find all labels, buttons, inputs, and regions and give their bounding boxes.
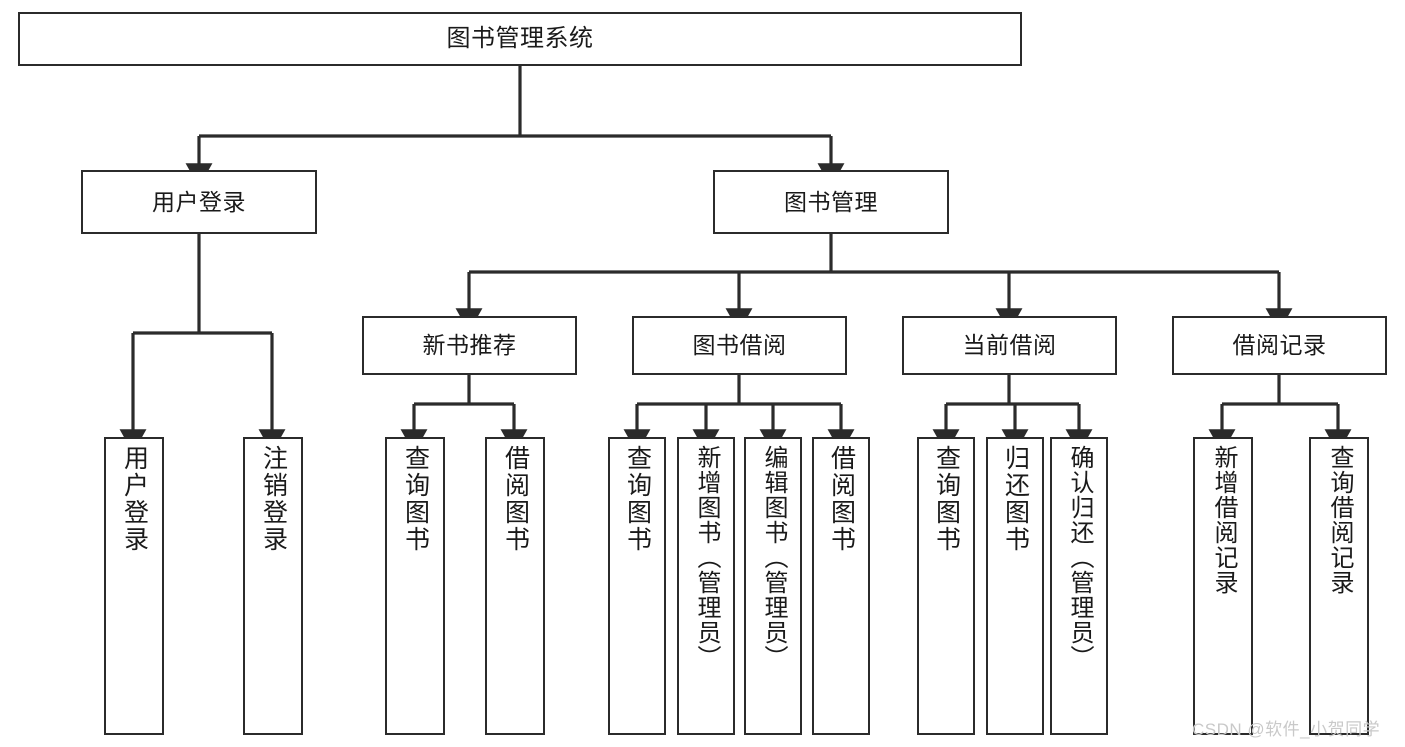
node-root-system[interactable]: 图书管理系统 [18, 12, 1022, 66]
node-label: 用户登录 [120, 445, 149, 553]
node-borrow-record[interactable]: 借阅记录 [1172, 316, 1387, 375]
leaf-current-query-book[interactable]: 查询图书 [917, 437, 975, 735]
node-current-borrow[interactable]: 当前借阅 [902, 316, 1117, 375]
leaf-current-return-book[interactable]: 归还图书 [986, 437, 1044, 735]
node-label: 确认归还（管理员） [1065, 445, 1093, 670]
node-label: 借阅记录 [1232, 332, 1327, 359]
node-label: 借阅图书 [827, 445, 856, 553]
leaf-borrow-query-book[interactable]: 查询图书 [608, 437, 666, 735]
node-book-borrow[interactable]: 图书借阅 [632, 316, 847, 375]
node-new-book-recommend[interactable]: 新书推荐 [362, 316, 577, 375]
node-label: 编辑图书（管理员） [759, 445, 787, 670]
node-label: 新增图书（管理员） [692, 445, 720, 670]
leaf-borrow-add-book-admin[interactable]: 新增图书（管理员） [677, 437, 735, 735]
leaf-borrow-borrow-book[interactable]: 借阅图书 [812, 437, 870, 735]
node-label: 图书管理 [784, 188, 878, 215]
leaf-user-login-login[interactable]: 用户登录 [104, 437, 164, 735]
node-user-login[interactable]: 用户登录 [81, 170, 317, 234]
node-label: 注销登录 [259, 445, 288, 553]
node-label: 图书管理系统 [446, 25, 594, 53]
leaf-record-add-record[interactable]: 新增借阅记录 [1193, 437, 1253, 735]
node-label: 查询借阅记录 [1325, 445, 1353, 595]
node-label: 查询图书 [932, 445, 961, 553]
node-label: 查询图书 [623, 445, 652, 553]
node-label: 图书借阅 [692, 332, 787, 359]
leaf-borrow-edit-book-admin[interactable]: 编辑图书（管理员） [744, 437, 802, 735]
csdn-watermark: CSDN @软件_小贺同学 [1192, 720, 1381, 739]
node-label: 新增借阅记录 [1209, 445, 1237, 595]
node-label: 借阅图书 [501, 445, 530, 553]
node-label: 新书推荐 [422, 332, 517, 359]
node-label: 归还图书 [1001, 445, 1030, 553]
node-label: 用户登录 [152, 188, 246, 215]
leaf-new-book-query[interactable]: 查询图书 [385, 437, 445, 735]
leaf-user-login-logout[interactable]: 注销登录 [243, 437, 303, 735]
node-book-management[interactable]: 图书管理 [713, 170, 949, 234]
leaf-new-book-borrow[interactable]: 借阅图书 [485, 437, 545, 735]
leaf-record-query-record[interactable]: 查询借阅记录 [1309, 437, 1369, 735]
leaf-current-confirm-return-admin[interactable]: 确认归还（管理员） [1050, 437, 1108, 735]
node-label: 当前借阅 [962, 332, 1057, 359]
node-label: 查询图书 [401, 445, 430, 553]
